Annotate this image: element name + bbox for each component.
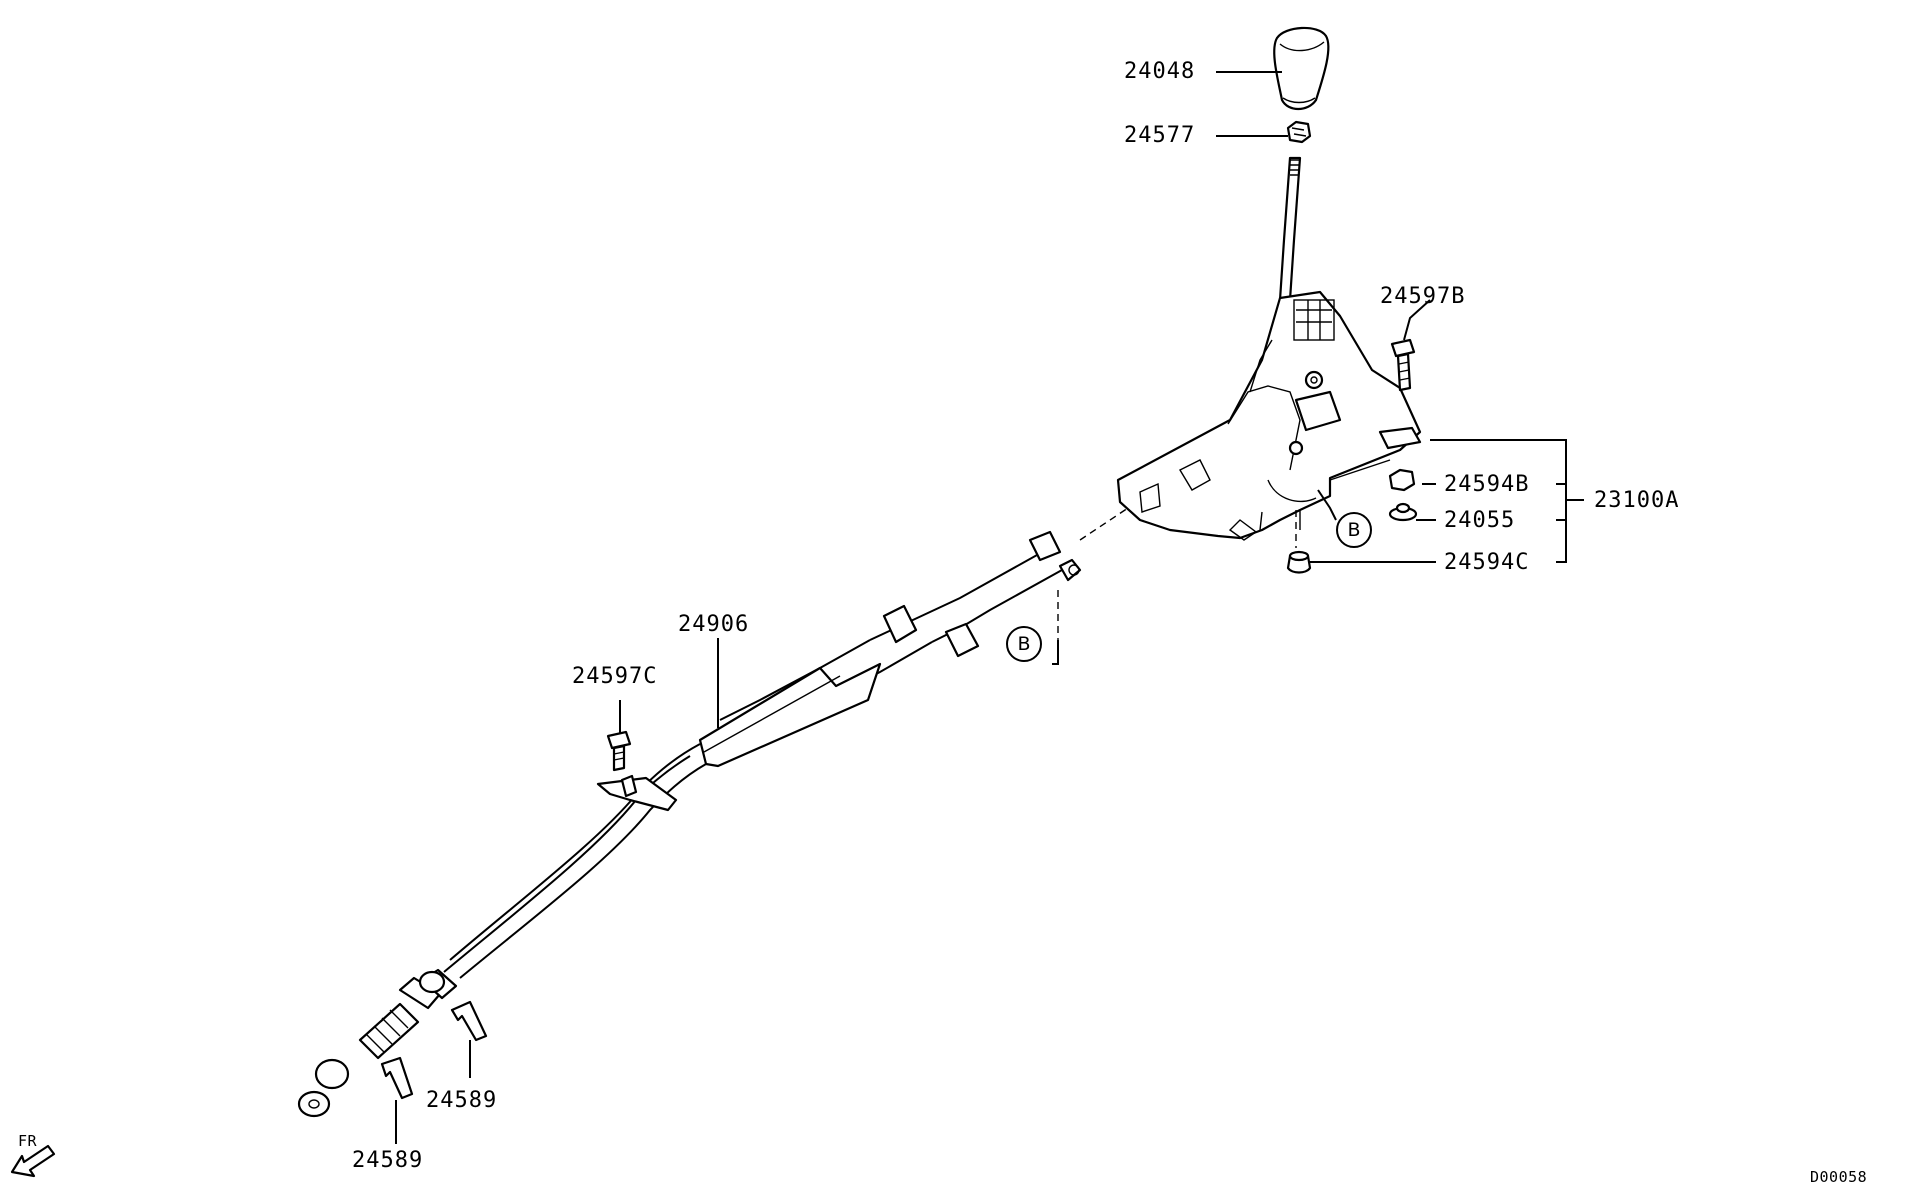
drawing-code: D00058: [1810, 1168, 1868, 1186]
marker-b-upper: B: [1336, 512, 1372, 548]
shift-lever-rod: [1278, 156, 1302, 302]
callout-24594b: 24594B: [1444, 472, 1530, 497]
cap-24594c: [1286, 550, 1312, 574]
bolt-24597c: [606, 730, 632, 772]
callout-24597b: 24597B: [1380, 284, 1466, 309]
knob-nut: [1286, 120, 1312, 144]
shift-knob: [1273, 26, 1330, 111]
nut-24594b: [1388, 468, 1416, 492]
washer-24055: [1388, 502, 1418, 522]
callout-24597c: 24597C: [572, 664, 658, 689]
shifter-base: [1116, 290, 1422, 541]
leader-lines: [395, 71, 1584, 1144]
direction-label: FR: [18, 1132, 38, 1150]
callout-24048: 24048: [1124, 59, 1196, 84]
marker-b-lower: B: [1006, 626, 1042, 662]
front-direction-arrow-icon: [10, 1144, 56, 1178]
bolt-24597b: [1390, 338, 1416, 392]
callout-24589-a: 24589: [426, 1088, 498, 1113]
callout-24589-b: 24589: [352, 1148, 424, 1173]
callout-24594c: 24594C: [1444, 550, 1530, 575]
clip-24589-a: [450, 1000, 488, 1042]
callout-24577: 24577: [1124, 123, 1196, 148]
callout-23100a: 23100A: [1594, 488, 1680, 513]
shift-cable: [297, 530, 1082, 1118]
callout-24906: 24906: [678, 612, 750, 637]
callout-24055: 24055: [1444, 508, 1516, 533]
clip-24589-b: [380, 1056, 414, 1100]
